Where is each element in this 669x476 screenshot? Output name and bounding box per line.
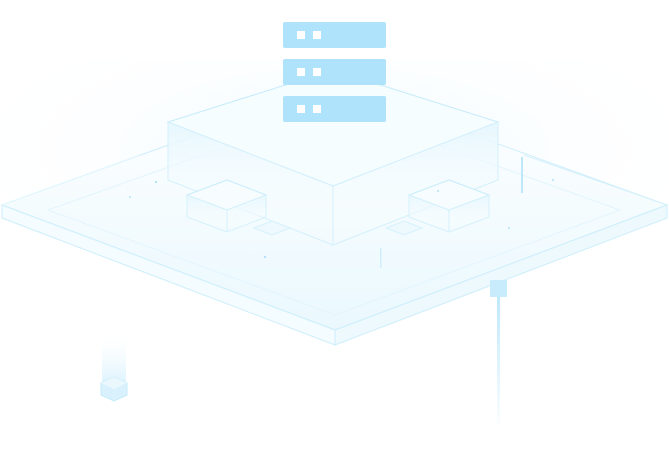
server-rack-icon: [283, 22, 386, 122]
central-block: [166, 69, 500, 246]
signal-lines: [380, 157, 523, 268]
server-unit: [283, 59, 386, 85]
data-cube-right: [407, 179, 491, 233]
server-unit: [283, 22, 386, 48]
signal-pillar: [100, 330, 128, 402]
cable-connector: [490, 280, 507, 432]
sparkle-dots: [129, 179, 554, 258]
data-cube-left: [185, 179, 268, 233]
server-unit: [283, 96, 386, 122]
platform-pads: [252, 220, 424, 236]
